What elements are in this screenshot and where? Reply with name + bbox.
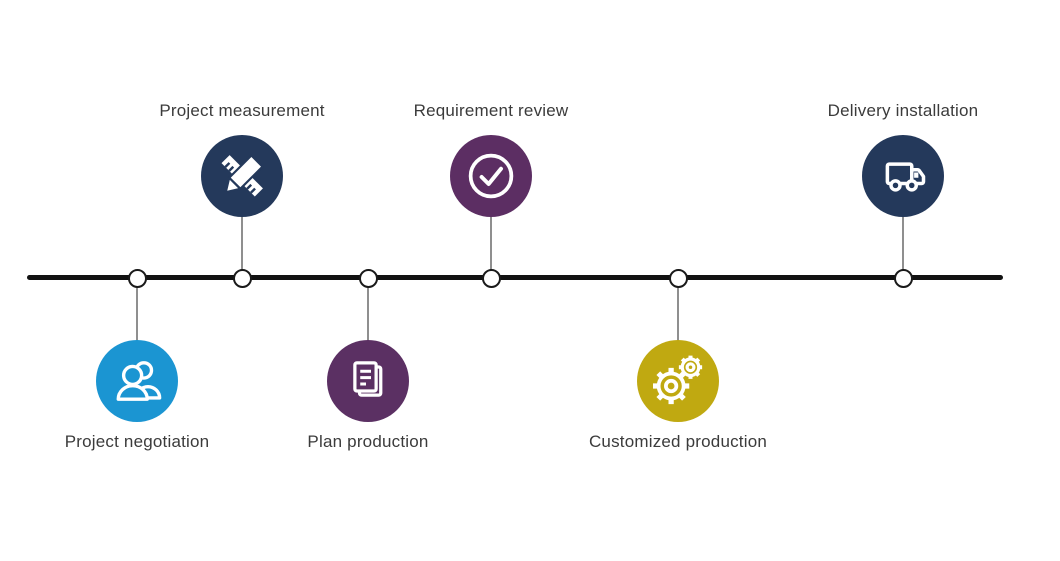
connector-line bbox=[136, 287, 138, 343]
step-label: Project measurement bbox=[159, 101, 325, 120]
step-badge bbox=[450, 135, 532, 217]
timeline-node bbox=[232, 268, 252, 288]
step-badge bbox=[96, 340, 178, 422]
connector-line bbox=[902, 214, 904, 270]
connector-line bbox=[677, 287, 679, 343]
step-badge bbox=[862, 135, 944, 217]
truck-icon bbox=[885, 162, 926, 192]
people-icon bbox=[116, 361, 162, 401]
document-icon bbox=[353, 361, 383, 397]
connector-line bbox=[367, 287, 369, 343]
gears-icon bbox=[653, 355, 703, 405]
step-label: Plan production bbox=[307, 432, 429, 451]
timeline-node bbox=[893, 268, 913, 288]
timeline-node bbox=[358, 268, 378, 288]
check-circle-icon bbox=[468, 153, 514, 199]
step-badge bbox=[201, 135, 283, 217]
timeline-node bbox=[481, 268, 501, 288]
step-label: Customized production bbox=[588, 432, 768, 451]
step-label: Requirement review bbox=[413, 101, 569, 120]
step-label: Project negotiation bbox=[64, 432, 210, 451]
ruler-pencil-icon bbox=[221, 153, 265, 197]
step-badge bbox=[637, 340, 719, 422]
timeline-node bbox=[668, 268, 688, 288]
timeline-node bbox=[127, 268, 147, 288]
step-badge bbox=[327, 340, 409, 422]
connector-line bbox=[490, 214, 492, 270]
step-label: Delivery installation bbox=[827, 101, 979, 120]
timeline-axis bbox=[27, 275, 1003, 280]
connector-line bbox=[241, 214, 243, 270]
